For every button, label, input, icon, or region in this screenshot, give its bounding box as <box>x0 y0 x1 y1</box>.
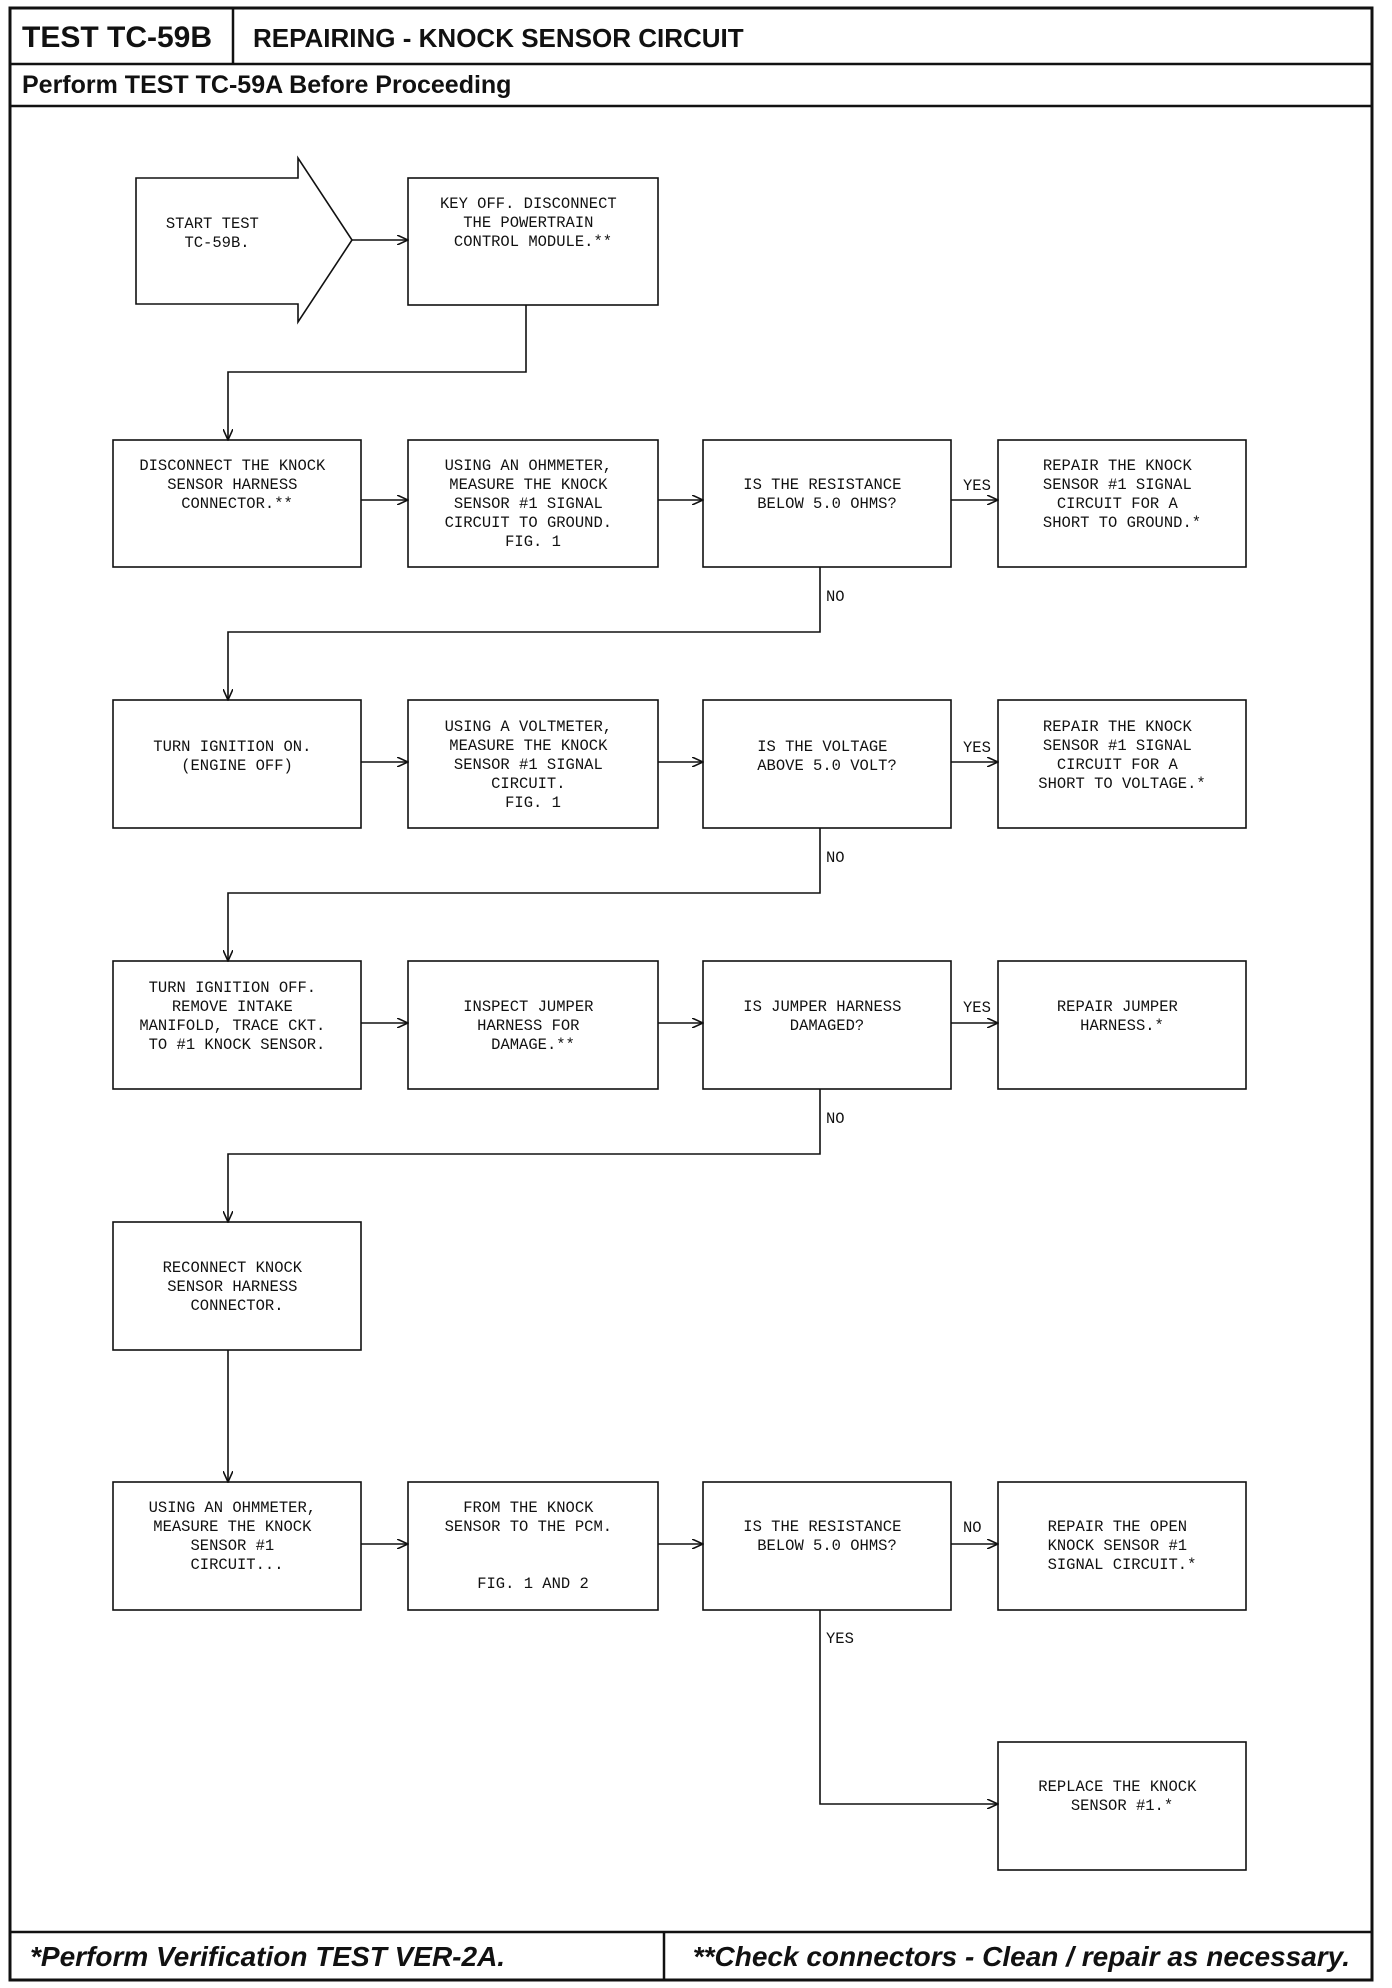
disc-knock-box <box>112 439 362 568</box>
ign-off-box <box>112 960 362 1090</box>
volt-box <box>407 699 659 829</box>
rep-ground-box <box>997 439 1247 568</box>
footer-note-left: *Perform Verification TEST VER-2A. <box>30 1941 505 1972</box>
rep-jumper-box <box>997 960 1247 1090</box>
page-subtitle: Perform TEST TC-59A Before Proceeding <box>22 71 511 99</box>
ohm1-box <box>407 439 659 568</box>
keyoff-box <box>407 177 659 306</box>
arrow-keyoff-disc <box>228 305 527 440</box>
ohm2-box <box>112 1481 362 1611</box>
q-volt-text: IS THE VOLTAGE ABOVE 5.0 VOLT? <box>757 738 897 775</box>
label-no-2: NO <box>826 849 845 867</box>
ign-off-text: TURN IGNITION OFF. REMOVE INTAKE MANIFOL… <box>139 979 334 1054</box>
q-res2-text: IS THE RESISTANCE BELOW 5.0 OHMS? <box>743 1518 910 1555</box>
label-no-4: NO <box>963 1519 982 1537</box>
volt-text: USING A VOLTMETER, MEASURE THE KNOCK SEN… <box>445 718 622 812</box>
from-knock-box <box>407 1481 659 1611</box>
q-res2-box <box>702 1481 952 1611</box>
inspect-text: INSPECT JUMPER HARNESS FOR DAMAGE.** <box>463 998 603 1054</box>
start-arrow-shape <box>135 155 353 325</box>
disc-knock-text: DISCONNECT THE KNOCK SENSOR HARNESS CONN… <box>139 457 334 513</box>
arrow-qres2-replace <box>819 1610 998 1804</box>
label-no-1: NO <box>826 588 845 606</box>
q-jumper-text: IS JUMPER HARNESS DAMAGED? <box>743 998 910 1035</box>
page-title: REPAIRING - KNOCK SENSOR CIRCUIT <box>253 23 744 53</box>
ohm1-text: USING AN OHMMETER, MEASURE THE KNOCK SEN… <box>445 457 622 551</box>
page-frame <box>8 6 1374 1982</box>
rep-open-text: REPAIR THE OPEN KNOCK SENSOR #1 SIGNAL C… <box>1048 1518 1197 1574</box>
start-text: START TEST TC-59B. <box>166 215 268 252</box>
ign-on-text: TURN IGNITION ON. (ENGINE OFF) <box>153 738 320 775</box>
q-jumper-box <box>702 960 952 1090</box>
ohm2-text: USING AN OHMMETER, MEASURE THE KNOCK SEN… <box>149 1499 326 1574</box>
arrow-qvolt-ignoff <box>228 828 821 961</box>
test-id: TEST TC-59B <box>22 21 212 54</box>
from-knock-text: FROM THE KNOCK SENSOR TO THE PCM. FIG. 1… <box>445 1499 622 1593</box>
ign-on-box <box>112 699 362 829</box>
rep-voltage-text: REPAIR THE KNOCK SENSOR #1 SIGNAL CIRCUI… <box>1038 718 1205 793</box>
q-res1-text: IS THE RESISTANCE BELOW 5.0 OHMS? <box>743 476 910 513</box>
label-no-3: NO <box>826 1110 845 1128</box>
replace-box <box>997 1741 1247 1871</box>
reconnect-box <box>112 1221 362 1351</box>
reconnect-text: RECONNECT KNOCK SENSOR HARNESS CONNECTOR… <box>163 1259 312 1315</box>
inspect-box <box>407 960 659 1090</box>
keyoff-text: KEY OFF. DISCONNECT THE POWERTRAIN CONTR… <box>440 195 626 251</box>
rep-jumper-text: REPAIR JUMPER HARNESS.* <box>1057 998 1187 1035</box>
label-yes-1: YES <box>963 477 991 495</box>
rep-ground-text: REPAIR THE KNOCK SENSOR #1 SIGNAL CIRCUI… <box>1043 457 1201 532</box>
label-yes-3: YES <box>963 999 991 1017</box>
q-volt-box <box>702 699 952 829</box>
footer-note-right: **Check connectors - Clean / repair as n… <box>693 1941 1350 1972</box>
arrow-qjumper-reconnect <box>228 1089 821 1222</box>
q-res1-box <box>702 439 952 568</box>
label-yes-4: YES <box>826 1630 854 1648</box>
rep-open-box <box>997 1481 1247 1611</box>
arrow-qres1-ignon <box>228 567 821 700</box>
label-yes-2: YES <box>963 739 991 757</box>
replace-text: REPLACE THE KNOCK SENSOR #1.* <box>1038 1778 1205 1815</box>
